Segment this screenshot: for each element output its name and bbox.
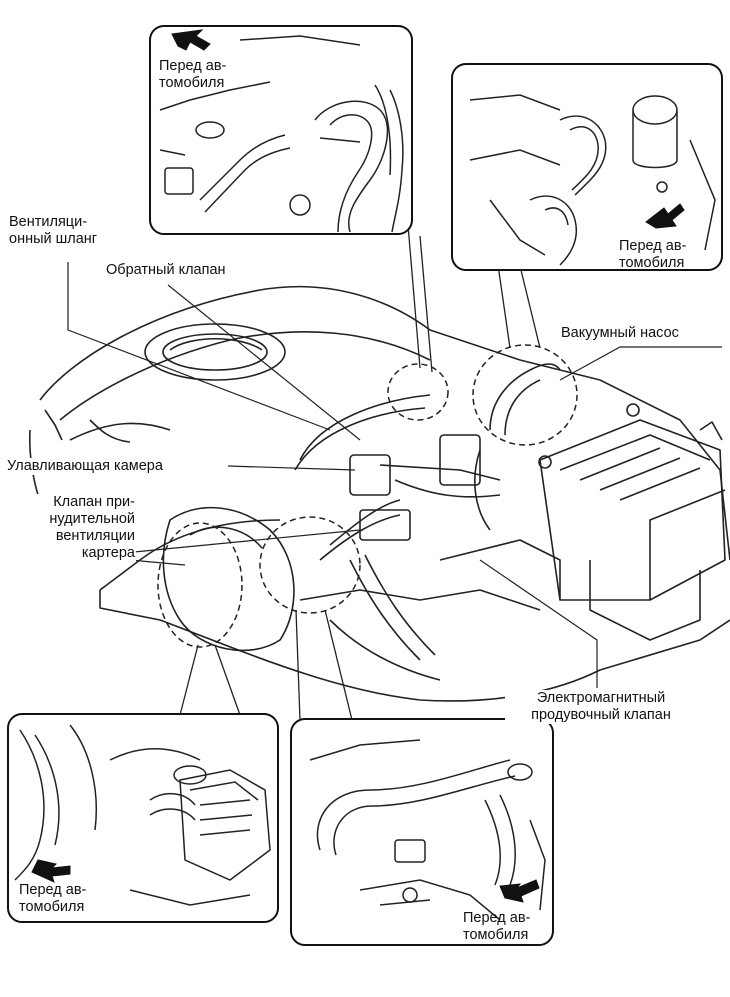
label-line: томобиля [463,927,529,943]
inset-bottom-right-art [309,739,546,921]
label-line: томобиля [619,255,685,271]
arrow-icon [645,203,685,229]
label-pcv-valve: Клапан при- нудительной вентиляции карте… [14,494,136,562]
label-line: томобиля [159,75,225,91]
label-check-valve: Обратный клапан [105,262,227,279]
inset-bottom-left-caption: Перед ав- томобиля [18,882,87,916]
label-line: Клапан при- [53,494,135,510]
inset-top-left-caption: Перед ав- томобиля [158,58,227,92]
label-line: Перед ав- [463,910,531,926]
inset-bottom-right-caption: Перед ав- томобиля [462,910,531,944]
label-line: Перед ав- [19,882,87,898]
label-line: Электромагнитный [536,690,666,706]
label-text: Улавливающая камера [7,458,163,474]
label-catch-tank: Улавливающая камера [6,458,164,475]
front-arrows [31,29,685,903]
arrow-icon [31,859,71,883]
label-line: Вентиляци- [9,214,88,230]
label-line: онный шланг [9,231,98,247]
inset-top-left-art [159,35,404,233]
arrow-icon [171,29,211,51]
inset-top-right-art [469,94,716,266]
label-purge-vsv: Электромагнитный продувочный клапан [505,690,697,724]
inset-bottom-left-art [14,724,271,906]
inset-frames [7,25,723,946]
inset-top-right-caption: Перед ав- томобиля [618,238,687,272]
detail-circles [157,344,578,648]
arrow-icon [499,879,540,903]
label-text: Обратный клапан [106,262,226,278]
label-line: Перед ав- [619,238,687,254]
label-line: нудительной [49,511,135,527]
label-line: томобиля [19,899,85,915]
label-vacuum-pump: Вакуумный насос [560,325,680,342]
label-line: вентиляции [55,528,135,544]
label-line: продувочный клапан [531,707,671,723]
label-line: Перед ав- [159,58,227,74]
leader-lines [67,262,722,688]
inset-connectors [179,224,541,721]
label-vent-hose: Вентиляци- онный шланг [8,214,99,248]
label-text: Вакуумный насос [561,325,679,341]
label-line: картера [81,545,135,561]
engine-body [28,285,730,702]
